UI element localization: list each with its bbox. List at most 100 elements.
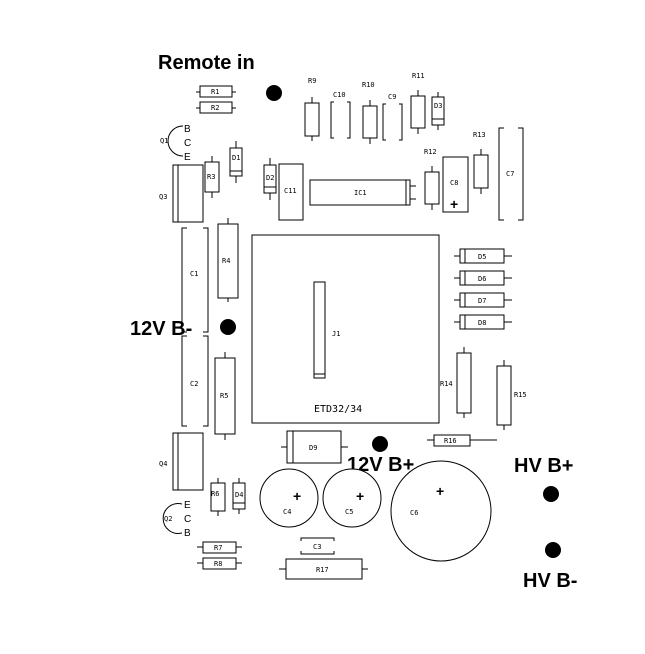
svg-text:+: +	[450, 196, 458, 212]
svg-text:C10: C10	[333, 91, 346, 99]
resistor-r11: R11	[410, 72, 426, 134]
capacitor-c6: + C6	[390, 460, 492, 562]
svg-text:R12: R12	[424, 148, 437, 156]
svg-text:C: C	[184, 514, 191, 525]
diode-d5: D5	[454, 248, 512, 264]
resistor-r8: R8	[197, 557, 242, 570]
diode-d4: D4	[232, 478, 246, 514]
hv-neg-label: HV B-	[523, 570, 577, 592]
svg-text:R11: R11	[412, 72, 425, 80]
svg-text:R6: R6	[211, 490, 219, 498]
terminal-12v-neg: 12V B-	[130, 318, 236, 340]
svg-text:R2: R2	[211, 104, 219, 112]
resistor-r10: R10	[362, 81, 378, 144]
svg-text:C2: C2	[190, 380, 198, 388]
capacitor-c2: C2	[181, 335, 209, 427]
svg-text:B: B	[184, 528, 191, 539]
svg-text:D5: D5	[478, 253, 486, 261]
transformer-core	[313, 281, 326, 379]
capacitor-c9: C9	[382, 93, 403, 141]
v12-neg-pad	[220, 319, 236, 335]
terminal-hv-neg: HV B-	[523, 542, 577, 592]
v12-pos-pad	[372, 436, 388, 452]
svg-text:R8: R8	[214, 560, 222, 568]
diode-d2: D2	[263, 158, 277, 200]
diode-d8: D8	[454, 314, 512, 330]
resistor-r14: R14	[440, 347, 472, 418]
terminal-remote-in: Remote in	[158, 52, 282, 101]
svg-text:C7: C7	[506, 170, 514, 178]
remote-in-pad	[266, 85, 282, 101]
svg-text:E: E	[184, 500, 191, 511]
hv-neg-pad	[545, 542, 561, 558]
svg-text:R4: R4	[222, 257, 230, 265]
ic-ic1: IC1	[309, 179, 416, 206]
v12-pos-label: 12V B+	[347, 454, 414, 476]
resistor-r12: R12	[424, 148, 440, 210]
transformer-outline	[251, 234, 440, 424]
diode-d1: D1	[229, 141, 243, 183]
transistor-q2: Q2 E C B	[162, 500, 191, 539]
svg-text:C4: C4	[283, 508, 291, 516]
capacitor-c10: C10	[330, 91, 351, 139]
capacitor-c7: C7	[498, 127, 524, 221]
svg-text:+: +	[436, 483, 444, 499]
svg-text:D4: D4	[235, 491, 243, 499]
svg-text:B: B	[184, 124, 191, 135]
transformer-ref: J1	[332, 330, 340, 338]
svg-text:E: E	[184, 152, 191, 163]
svg-text:C: C	[184, 138, 191, 149]
resistor-r15: R15	[496, 360, 527, 430]
svg-text:D9: D9	[309, 444, 317, 452]
hv-pos-label: HV B+	[514, 455, 573, 477]
svg-text:Q4: Q4	[159, 460, 167, 468]
svg-text:R9: R9	[308, 77, 316, 85]
hv-pos-pad	[543, 486, 559, 502]
svg-text:D6: D6	[478, 275, 486, 283]
svg-text:R7: R7	[214, 544, 222, 552]
diode-d9: D9	[281, 430, 348, 464]
svg-text:D1: D1	[232, 154, 240, 162]
resistor-r2: R2	[196, 101, 236, 114]
transformer-j1: J1 ETD32/34	[251, 234, 440, 424]
transistor-q4: Q4	[159, 432, 204, 491]
terminal-hv-pos: HV B+	[514, 455, 573, 502]
resistor-r5: R5	[214, 352, 236, 440]
resistor-r9: R9	[304, 77, 320, 141]
svg-text:D3: D3	[434, 102, 442, 110]
resistor-r4: R4	[217, 218, 239, 302]
svg-text:R3: R3	[207, 173, 215, 181]
svg-text:+: +	[356, 488, 364, 504]
remote-in-label: Remote in	[158, 52, 255, 74]
resistor-r3: R3	[204, 156, 220, 198]
svg-text:C9: C9	[388, 93, 396, 101]
svg-text:C11: C11	[284, 187, 297, 195]
svg-text:C1: C1	[190, 270, 198, 278]
transformer-label: ETD32/34	[314, 404, 362, 415]
svg-text:R13: R13	[473, 131, 486, 139]
svg-text:R1: R1	[211, 88, 219, 96]
capacitor-c8: C8 +	[442, 156, 469, 213]
svg-text:R10: R10	[362, 81, 375, 89]
svg-text:R14: R14	[440, 380, 453, 388]
capacitor-c11: C11	[278, 163, 304, 221]
capacitor-c1: C1	[181, 227, 209, 333]
capacitor-c4: + C4	[259, 468, 319, 528]
svg-text:D7: D7	[478, 297, 486, 305]
svg-text:R17: R17	[316, 566, 329, 574]
resistor-r13: R13	[473, 131, 489, 194]
svg-text:Q2: Q2	[164, 515, 172, 523]
diode-d6: D6	[454, 270, 512, 286]
resistor-r6: R6	[210, 478, 226, 516]
resistor-r16: R16	[427, 434, 497, 447]
svg-text:R15: R15	[514, 391, 527, 399]
svg-text:IC1: IC1	[354, 189, 367, 197]
svg-text:C8: C8	[450, 179, 458, 187]
diode-d7: D7	[454, 292, 512, 308]
capacitor-c5: + C5	[322, 468, 382, 528]
svg-text:Q3: Q3	[159, 193, 167, 201]
svg-text:+: +	[293, 488, 301, 504]
svg-text:R5: R5	[220, 392, 228, 400]
